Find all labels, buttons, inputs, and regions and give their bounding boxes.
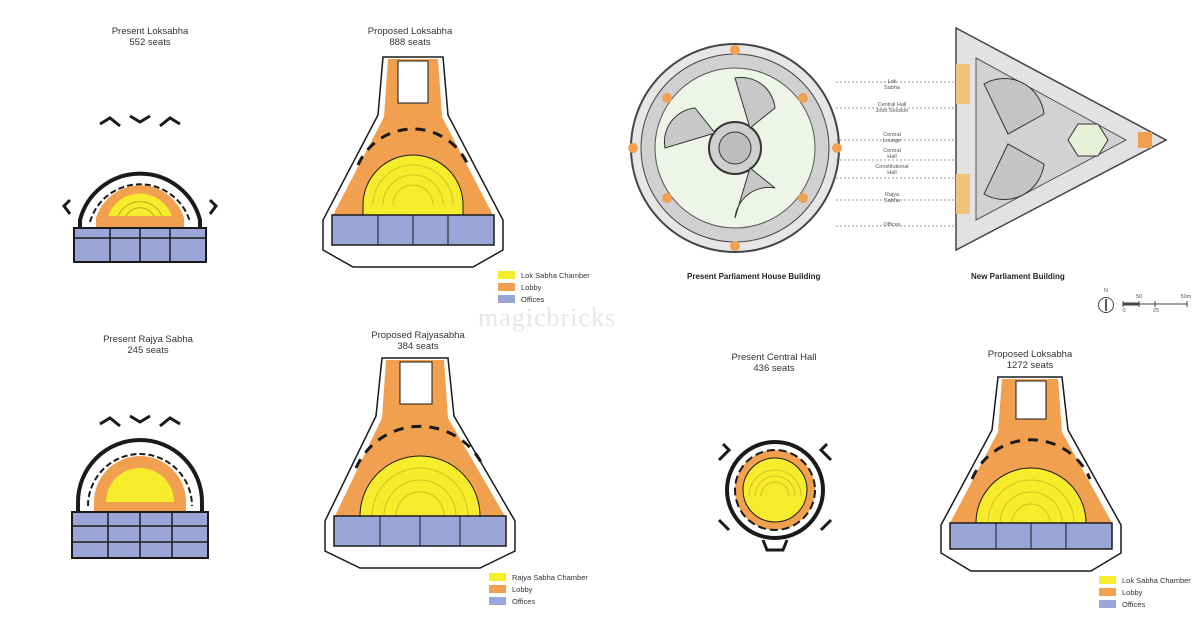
north-label: N [1104,288,1108,294]
swatch-offices [1099,600,1116,608]
present-rajyasabha-plan [71,414,209,559]
proposed-rajyasabha-plan [324,357,516,569]
swatch-lobby [489,585,506,593]
swatch-lobby [1099,588,1116,596]
new-parliament-label: New Parliament Building [971,272,1065,281]
swatch-offices [489,597,506,605]
watermark-logo: magicbricks [478,303,617,332]
legend-item-lobby: Lobby [489,583,588,595]
present-parliament-plan [628,43,842,253]
north-arrow-icon [1098,297,1114,313]
legend-bottom-left: Rajya Sabha Chamber Lobby Offices [489,571,588,607]
callout-lines [836,81,956,227]
present-central-hall-plan [717,440,833,552]
proposed-loksabha-plan-bottom [940,376,1122,572]
swatch-offices [498,295,515,303]
callout-offices: Offices [883,222,901,228]
swatch-chamber [1099,576,1116,584]
swatch-chamber [498,271,515,279]
scale-label-50m: 50m [1180,294,1192,300]
legend-item-chamber: Lok Sabha Chamber [1099,574,1191,586]
legend-item-lobby: Lobby [1099,586,1191,598]
legend-bottom-right: Lok Sabha Chamber Lobby Offices [1099,574,1191,610]
present-parliament-label: Present Parliament House Building [687,272,821,281]
scale-label-0: 0 [1122,308,1126,314]
scale-label-25: 25 [1152,308,1160,314]
legend-item-offices: Offices [498,293,590,305]
swatch-lobby [498,283,515,291]
legend-item-lobby: Lobby [498,281,590,293]
proposed-loksabha-plan-top [322,56,504,268]
legend-top: Lok Sabha Chamber Lobby Offices [498,269,590,305]
new-parliament-plan [955,26,1168,252]
legend-item-chamber: Lok Sabha Chamber [498,269,590,281]
legend-item-chamber: Rajya Sabha Chamber [489,571,588,583]
scale-label-50: 50 [1135,294,1143,300]
scale-bar [1122,301,1188,307]
legend-item-offices: Offices [1099,598,1191,610]
present-loksabha-plan [62,114,218,263]
swatch-chamber [489,573,506,581]
legend-item-offices: Offices [489,595,588,607]
